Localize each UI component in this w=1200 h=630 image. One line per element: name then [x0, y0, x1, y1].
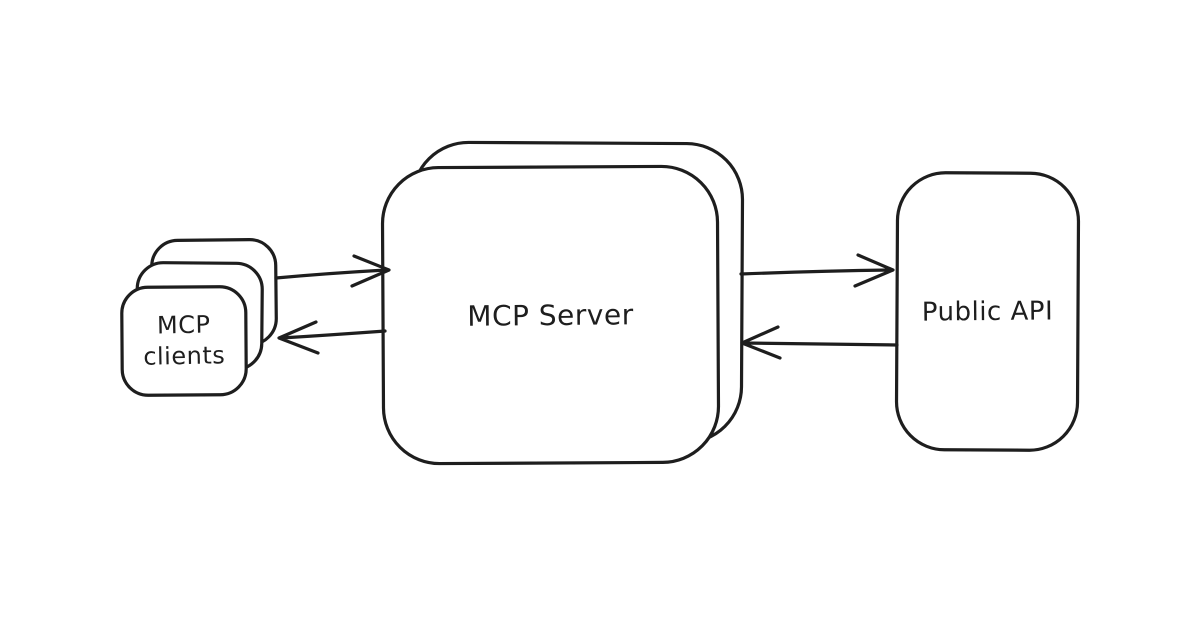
mcp-clients-card-front — [120, 285, 248, 397]
public-api-box — [894, 171, 1081, 452]
mcp-server-card-front — [380, 164, 721, 466]
arrow-clients-to-server — [274, 254, 391, 288]
arrow-server-to-api — [739, 253, 895, 288]
arrow-api-to-server — [740, 325, 899, 360]
arrow-server-to-clients — [277, 320, 387, 355]
